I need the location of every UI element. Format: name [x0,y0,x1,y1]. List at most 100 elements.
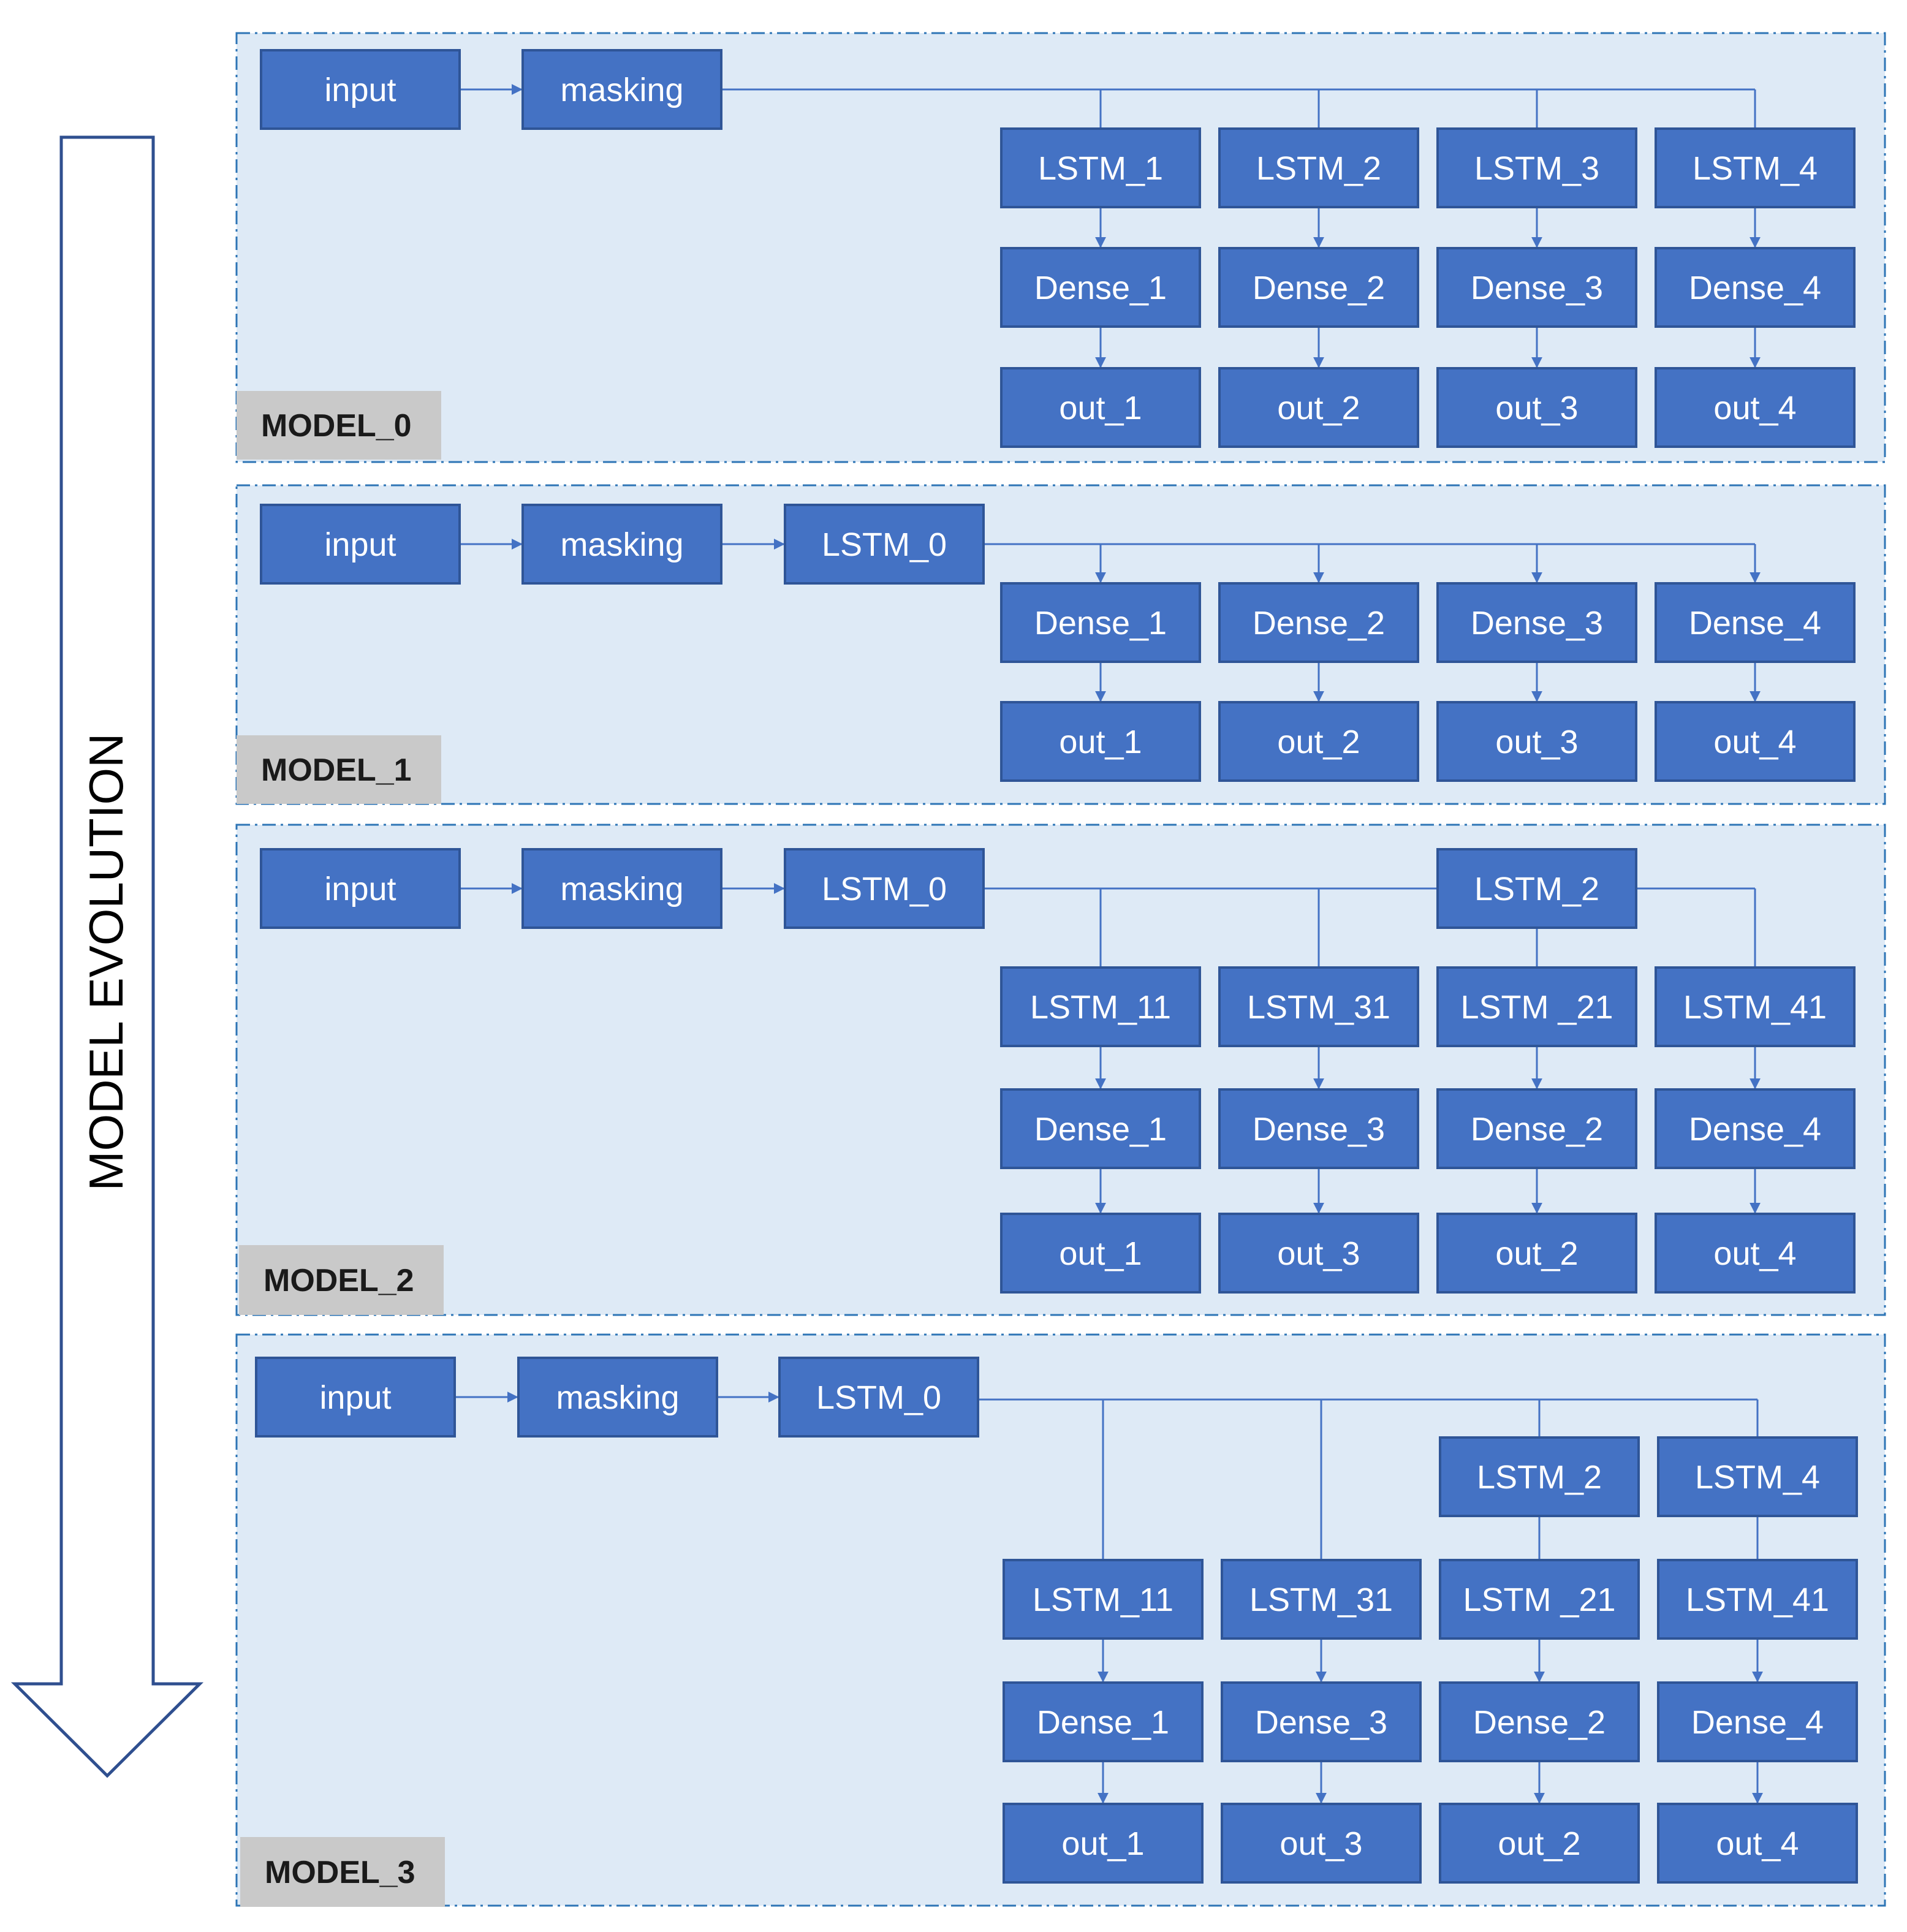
node-label: LSTM_3 [1474,150,1599,187]
node-label: Dense_1 [1034,605,1167,642]
node-box [1218,247,1419,328]
node-label: LSTM_4 [1693,150,1818,187]
node-box [1655,1213,1856,1294]
node-box [1218,966,1419,1047]
node-box [1439,1803,1640,1884]
node-box [1003,1803,1204,1884]
node-lstm-4: LSTM_4 [1655,127,1856,208]
node-box [1000,1213,1201,1294]
node-label: Dense_3 [1253,1111,1385,1148]
node-label: out_2 [1277,724,1360,760]
node-dense-2: Dense_2 [1218,582,1419,663]
node-label: masking [560,72,683,108]
node-label: Dense_2 [1473,1704,1606,1741]
node-label: Dense_4 [1691,1704,1824,1741]
node-out-3: out_3 [1436,367,1637,448]
node-lstm-41: LSTM_41 [1655,966,1856,1047]
node-dense-4: Dense_4 [1655,247,1856,328]
node-label: LSTM_0 [822,871,947,907]
model-tag-label: MODEL_2 [263,1263,414,1298]
model-tag-label: MODEL_3 [265,1855,415,1890]
node-masking: masking [521,504,722,585]
node-label: Dense_2 [1253,605,1385,642]
node-box [1000,367,1201,448]
node-dense-4: Dense_4 [1655,1088,1856,1169]
node-label: Dense_3 [1471,270,1603,306]
node-lstm-0: LSTM_0 [784,504,985,585]
node-label: LSTM_2 [1256,150,1381,187]
node-out-2: out_2 [1439,1803,1640,1884]
node-label: out_4 [1713,390,1796,426]
node-label: LSTM_11 [1033,1582,1173,1618]
node-masking: masking [521,848,722,929]
node-box [517,1357,718,1438]
node-input: input [255,1357,456,1438]
node-lstm-11: LSTM_11 [1003,1559,1204,1640]
node-box [1218,1213,1419,1294]
node-label: out_3 [1495,390,1578,426]
node-label: LSTM_11 [1030,989,1171,1026]
node-lstm-11: LSTM_11 [1000,966,1201,1047]
node-dense-3: Dense_3 [1436,582,1637,663]
node-box [1436,701,1637,782]
node-label: out_1 [1061,1825,1144,1862]
node-box [521,848,722,929]
node-label: out_3 [1495,724,1578,760]
node-box [1655,701,1856,782]
node-out-4: out_4 [1655,1213,1856,1294]
node-dense-3: Dense_3 [1218,1088,1419,1169]
node-box [1436,127,1637,208]
node-box [1439,1559,1640,1640]
edges [460,883,1761,1214]
node-box [1436,1213,1637,1294]
node-box [1655,966,1856,1047]
node-box [1218,1088,1419,1169]
node-label: Dense_1 [1037,1704,1169,1741]
node-box [1436,848,1637,929]
node-box [1000,966,1201,1047]
node-box [1436,367,1637,448]
node-label: out_2 [1498,1825,1580,1862]
node-label: Dense_2 [1253,270,1385,306]
node-out-1: out_1 [1000,701,1201,782]
down-arrow-icon [10,135,204,1778]
node-dense-1: Dense_1 [1000,1088,1201,1169]
node-lstm-2: LSTM_2 [1439,1436,1640,1517]
node-box [260,848,461,929]
node-label: input [324,72,396,108]
node-label: masking [560,526,683,563]
node-input: input [260,504,461,585]
node-box [1221,1681,1422,1762]
node-box [1657,1803,1858,1884]
node-out-2: out_2 [1218,367,1419,448]
edges [455,1392,1763,1804]
model-tag-label: MODEL_0 [261,408,412,444]
node-label: Dense_4 [1689,605,1821,642]
node-box [1436,966,1637,1047]
node-label: LSTM_0 [816,1379,941,1416]
node-box [1655,247,1856,328]
node-dense-1: Dense_1 [1003,1681,1204,1762]
node-label: Dense_1 [1034,1111,1167,1148]
node-lstm-0: LSTM_0 [784,848,985,929]
node-dense-4: Dense_4 [1657,1681,1858,1762]
node-box [1439,1436,1640,1517]
node-out-2: out_2 [1436,1213,1637,1294]
node-lstm-4: LSTM_4 [1657,1436,1858,1517]
node-label: Dense_3 [1255,1704,1387,1741]
node-box [1655,367,1856,448]
node-label: Dense_4 [1689,270,1821,306]
node-label: LSTM _21 [1460,989,1613,1026]
node-label: out_1 [1059,390,1142,426]
node-label: masking [560,871,683,907]
node-box [1657,1559,1858,1640]
node-box [784,848,985,929]
node-label: Dense_2 [1471,1111,1603,1148]
node-lstm-1: LSTM_1 [1000,127,1201,208]
node-dense-2: Dense_2 [1439,1681,1640,1762]
node-out-4: out_4 [1655,367,1856,448]
node-box [1003,1559,1204,1640]
